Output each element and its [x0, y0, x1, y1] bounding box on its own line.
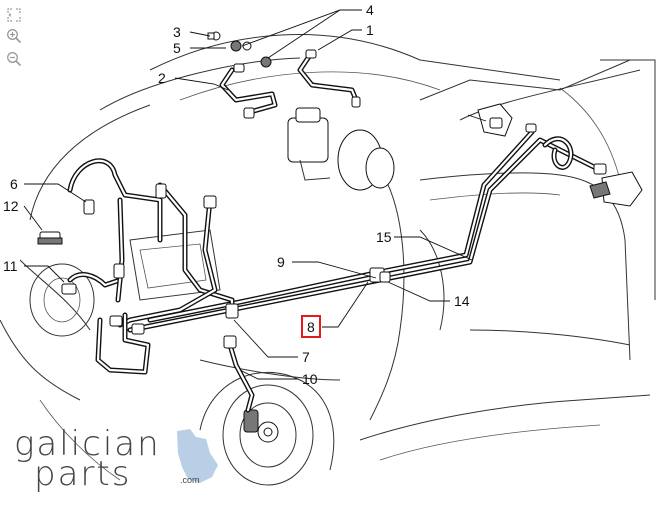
callout-6[interactable]: 6: [10, 176, 18, 192]
fullscreen-icon[interactable]: [5, 6, 23, 24]
logo-line1: galician: [14, 424, 161, 464]
logo-line2: parts: [34, 454, 131, 494]
callout-8[interactable]: 8: [307, 319, 315, 335]
zoom-in-icon[interactable]: [5, 27, 23, 45]
brake-pipes: [67, 52, 603, 413]
callout-9[interactable]: 9: [277, 254, 285, 270]
callout-12[interactable]: 12: [3, 198, 19, 214]
galician-parts-logo: galician parts .com: [12, 423, 232, 495]
callout-10[interactable]: 10: [302, 371, 318, 387]
callout-1[interactable]: 1: [366, 22, 374, 38]
callout-4[interactable]: 4: [366, 2, 374, 18]
callout-3[interactable]: 3: [173, 24, 181, 40]
zoom-out-icon[interactable]: [5, 50, 23, 68]
callout-7[interactable]: 7: [302, 349, 310, 365]
callout-15[interactable]: 15: [376, 229, 392, 245]
logo-suffix: .com: [180, 475, 200, 485]
callout-labels: 1 2 3 4 5 6 7 8 9 10 11 12 14 15: [3, 2, 470, 387]
callout-11[interactable]: 11: [3, 258, 18, 274]
galicia-map-icon: [177, 429, 218, 483]
fittings: [37, 31, 607, 349]
callout-2[interactable]: 2: [158, 70, 166, 86]
highlight-box: [301, 315, 321, 338]
leader-lines: [23, 9, 487, 380]
car-body-outline: [0, 34, 656, 486]
callout-5[interactable]: 5: [173, 40, 181, 56]
callout-14[interactable]: 14: [454, 293, 470, 309]
